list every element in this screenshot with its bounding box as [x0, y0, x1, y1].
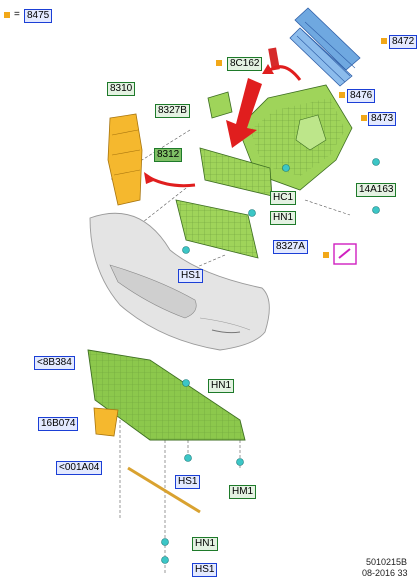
label-8312[interactable]: 8312: [154, 148, 183, 162]
label-8310[interactable]: 8310: [107, 82, 136, 96]
bracket-16b074: [93, 407, 119, 437]
orange-markers: [216, 38, 387, 258]
label-hc1[interactable]: HC1: [270, 191, 297, 205]
label-8b384[interactable]: <8B384: [34, 356, 75, 370]
label-001a04[interactable]: <001A04: [56, 461, 103, 475]
label-hn1-lower[interactable]: HN1: [192, 537, 219, 551]
grille-reinforcement-8327a: [175, 199, 259, 259]
label-8327b[interactable]: 8327B: [155, 104, 190, 118]
label-8472[interactable]: 8472: [389, 35, 418, 49]
label-14a163[interactable]: 14A163: [356, 183, 397, 197]
green-support-frame: [237, 84, 353, 191]
label-16b074[interactable]: 16B074: [38, 417, 79, 431]
red-arrows: [144, 64, 302, 188]
label-8473[interactable]: 8473: [368, 112, 397, 126]
splash-shield-8b384: [87, 349, 246, 441]
label-hs1-upper[interactable]: HS1: [178, 269, 204, 283]
diagram-code: 5010215B: [366, 557, 408, 567]
label-8c162[interactable]: 8C162: [227, 57, 263, 71]
air-deflector-8310: [107, 113, 143, 206]
trim-strip-001a04: [127, 466, 201, 514]
detail-callout-icon: [333, 243, 357, 265]
legend-code: 8475: [24, 9, 53, 23]
upper-shutter-blue: [289, 7, 361, 87]
legend-equals: =: [14, 9, 20, 20]
bracket-8327b: [207, 91, 233, 119]
label-hn1-middle[interactable]: HN1: [208, 379, 235, 393]
diagram-date: 08-2016 33: [362, 568, 408, 578]
red-bracket: [268, 47, 280, 71]
legend-marker: [4, 12, 10, 18]
label-hs1-middle[interactable]: HS1: [175, 475, 201, 489]
label-hn1-upper[interactable]: HN1: [270, 211, 297, 225]
label-8476[interactable]: 8476: [347, 89, 376, 103]
leader-lines: [109, 129, 351, 575]
label-8327a[interactable]: 8327A: [273, 240, 308, 254]
clips: [161, 158, 380, 564]
label-hs1-lower[interactable]: HS1: [192, 563, 218, 577]
label-hm1[interactable]: HM1: [229, 485, 257, 499]
